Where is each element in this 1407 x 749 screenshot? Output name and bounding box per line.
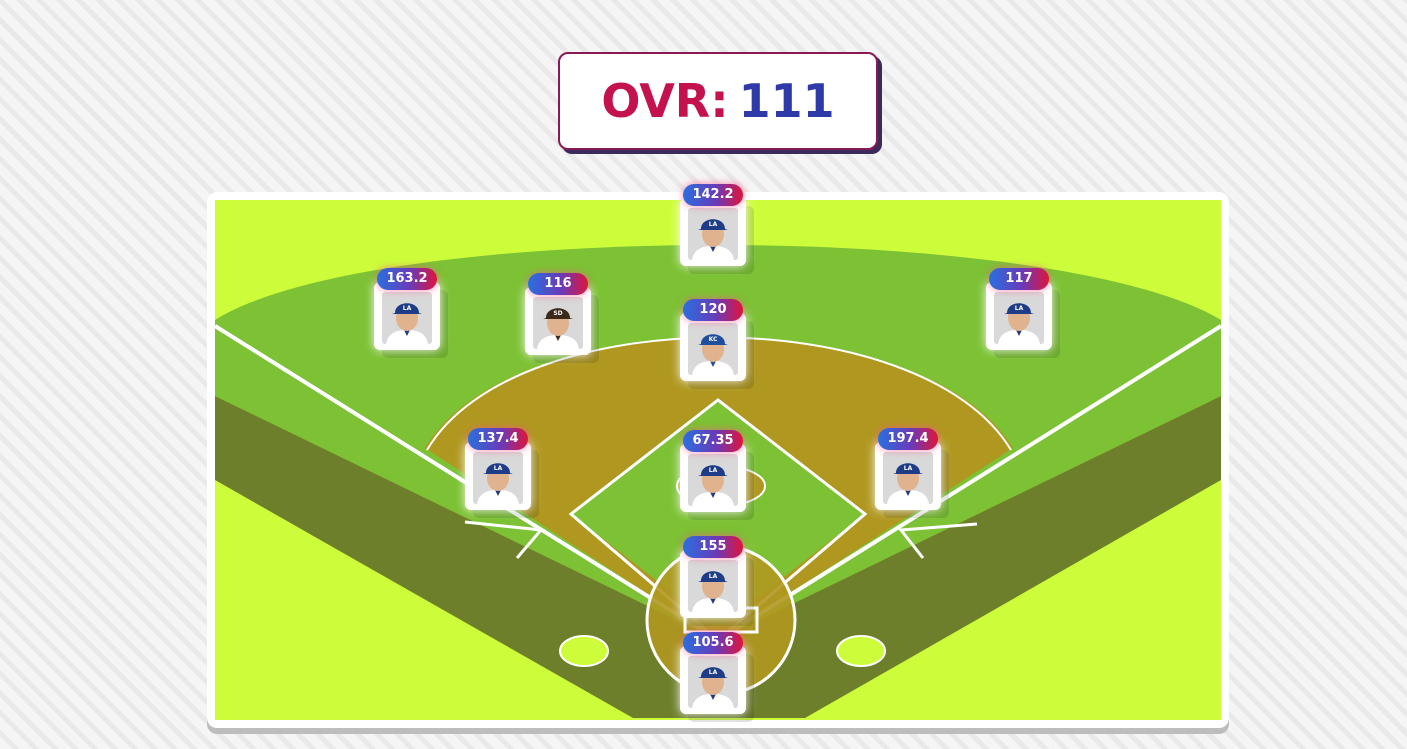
player-photo-icon: LA (382, 292, 432, 344)
player-portrait: LA (883, 452, 933, 504)
player-score-badge: 105.6 (683, 632, 743, 654)
svg-text:LA: LA (709, 221, 718, 228)
player-card-2b[interactable]: KC 120 (680, 299, 746, 381)
svg-text:LA: LA (494, 465, 503, 472)
player-photo-icon: LA (688, 454, 738, 506)
player-photo-icon: LA (473, 452, 523, 504)
player-card-3b[interactable]: LA 137.4 (465, 428, 531, 510)
player-portrait: SD (533, 297, 583, 349)
player-card-lf[interactable]: LA 163.2 (374, 268, 440, 350)
player-card-1b[interactable]: LA 197.4 (875, 428, 941, 510)
player-card-rf[interactable]: LA 117 (986, 268, 1052, 350)
player-photo-icon: LA (688, 656, 738, 708)
player-portrait: LA (688, 560, 738, 612)
player-photo-icon: LA (883, 452, 933, 504)
player-photo-icon: SD (533, 297, 583, 349)
svg-text:LA: LA (403, 305, 412, 312)
player-score-badge: 155 (683, 536, 743, 558)
svg-text:LA: LA (1015, 305, 1024, 312)
player-card-p[interactable]: LA 67.35 (680, 430, 746, 512)
player-card-lf2[interactable]: SD 116 (525, 273, 591, 355)
svg-text:SD: SD (553, 310, 562, 317)
player-score-badge: 117 (989, 268, 1049, 290)
player-photo-icon: LA (994, 292, 1044, 344)
player-card-dh[interactable]: LA 155 (680, 536, 746, 618)
svg-text:KC: KC (709, 336, 718, 343)
player-photo-icon: LA (688, 208, 738, 260)
player-score-badge: 67.35 (683, 430, 743, 452)
player-photo-icon: KC (688, 323, 738, 375)
svg-text:LA: LA (709, 467, 718, 474)
svg-text:LA: LA (709, 669, 718, 676)
player-portrait: LA (688, 208, 738, 260)
player-score-badge: 120 (683, 299, 743, 321)
player-score-badge: 137.4 (468, 428, 528, 450)
svg-text:LA: LA (709, 573, 718, 580)
player-score-badge: 116 (528, 273, 588, 295)
player-portrait: LA (382, 292, 432, 344)
player-card-cf[interactable]: LA 142.2 (680, 184, 746, 266)
svg-text:LA: LA (904, 465, 913, 472)
ovr-value: 111 (738, 74, 835, 128)
player-score-badge: 197.4 (878, 428, 938, 450)
player-card-c[interactable]: LA 105.6 (680, 632, 746, 714)
player-score-badge: 163.2 (377, 268, 437, 290)
player-photo-icon: LA (688, 560, 738, 612)
player-portrait: LA (994, 292, 1044, 344)
player-portrait: LA (473, 452, 523, 504)
player-portrait: LA (688, 454, 738, 506)
ovr-label: OVR: (601, 74, 729, 128)
player-score-badge: 142.2 (683, 184, 743, 206)
player-portrait: LA (688, 656, 738, 708)
player-portrait: KC (688, 323, 738, 375)
ovr-panel: OVR: 111 (558, 52, 878, 150)
